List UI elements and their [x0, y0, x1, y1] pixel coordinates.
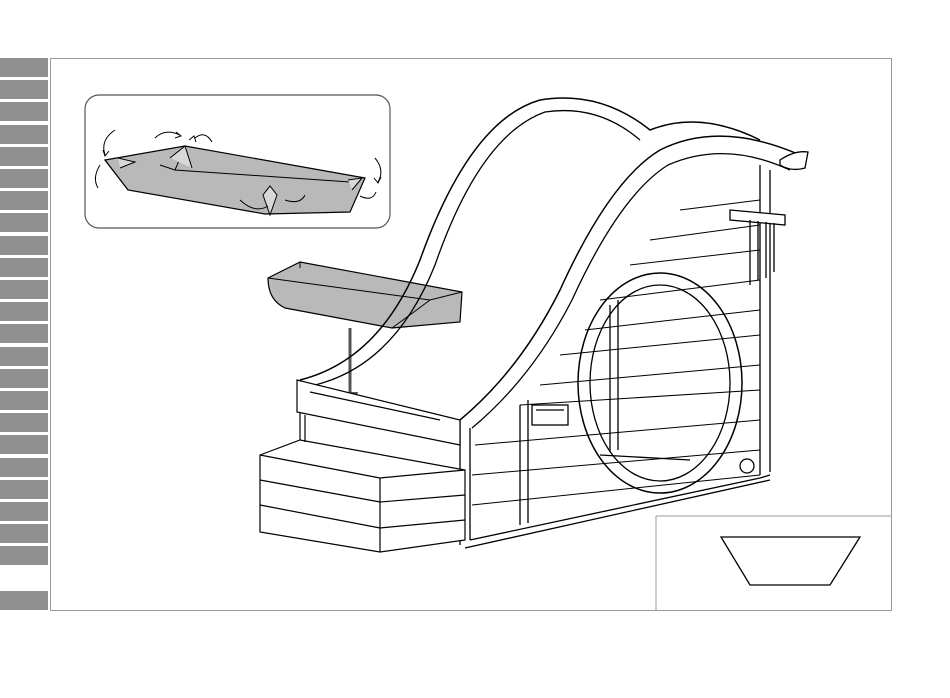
gutter — [780, 152, 808, 170]
planter-box — [260, 380, 465, 552]
liner-shape-inset — [656, 516, 891, 610]
round-door-frame — [578, 273, 742, 493]
hook-rail — [730, 210, 785, 285]
liner-profile — [721, 537, 860, 585]
mail-slot — [532, 405, 568, 425]
vent-icon — [740, 459, 754, 473]
fold-detail-inset — [85, 95, 390, 228]
